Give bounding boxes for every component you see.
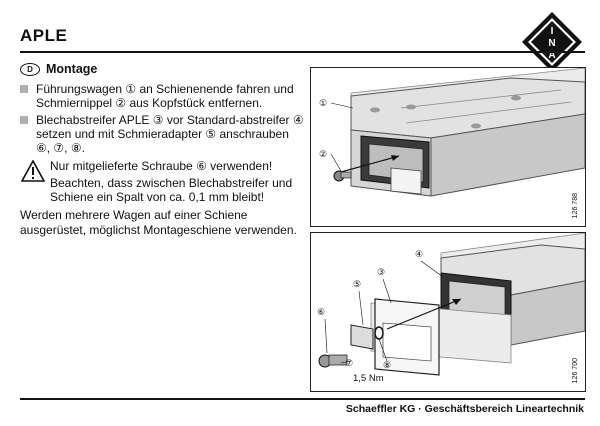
callout-5: ⑤: [353, 279, 362, 289]
header-rule: [20, 51, 585, 53]
svg-text:I: I: [551, 26, 554, 37]
callout-2: ②: [319, 149, 328, 159]
mounting-icon: D: [20, 62, 40, 76]
bullet-square-icon: [20, 85, 28, 93]
callout-3: ③: [377, 267, 386, 277]
footer-text: Schaeffler KG · Geschäftsbereich Lineart…: [345, 403, 584, 415]
callout-1: ①: [319, 98, 328, 108]
section-heading-text: Montage: [46, 62, 98, 76]
step-item: Führungswagen ① an Schienenende fahren u…: [20, 82, 305, 111]
page-title: APLE: [20, 26, 68, 45]
section-heading: D Montage: [20, 62, 97, 76]
torque-label: 1,5 Nm: [353, 373, 384, 384]
svg-text:A: A: [548, 50, 555, 61]
instructions: Führungswagen ① an Schienenende fahren u…: [20, 82, 305, 237]
warning-block: Nur mitgelieferte Schraube ⑥ verwenden! …: [20, 159, 305, 204]
figure-number: 126 700: [572, 357, 579, 383]
svg-text:N: N: [548, 38, 555, 49]
figure-1-drawing: [330, 68, 585, 197]
warning-line-2: Beachten, dass zwischen Blechabstreifer …: [50, 175, 293, 205]
step-item: Blechabstreifer APLE ③ vor Standard-abst…: [20, 113, 305, 156]
step-text: Führungswagen ① an Schienenende fahren u…: [36, 82, 294, 111]
warning-triangle-icon: [21, 160, 45, 183]
note-paragraph: Werden mehrere Wagen auf einer Schiene a…: [20, 208, 297, 237]
step-text: Blechabstreifer APLE ③ vor Standard-abst…: [36, 112, 304, 156]
bullet-square-icon: [20, 115, 28, 124]
callout-6: ⑥: [317, 307, 326, 317]
footer-rule: [20, 398, 585, 400]
ina-logo: I N A: [522, 12, 582, 72]
warning-line-1: Nur mitgelieferte Schraube ⑥ verwenden!: [50, 159, 273, 174]
callout-4: ④: [415, 249, 424, 259]
figure-2: ⑥ ⑤ ③ ④ ⑦ ⑧ 1,5 Nm 126 700: [310, 232, 586, 392]
figure-2-drawing: [318, 233, 585, 376]
callout-7: ⑦: [345, 358, 354, 368]
figure-number: 126 788: [572, 192, 579, 218]
callout-8: ⑧: [383, 360, 392, 370]
figure-1: ① ② 126 788: [310, 67, 586, 227]
